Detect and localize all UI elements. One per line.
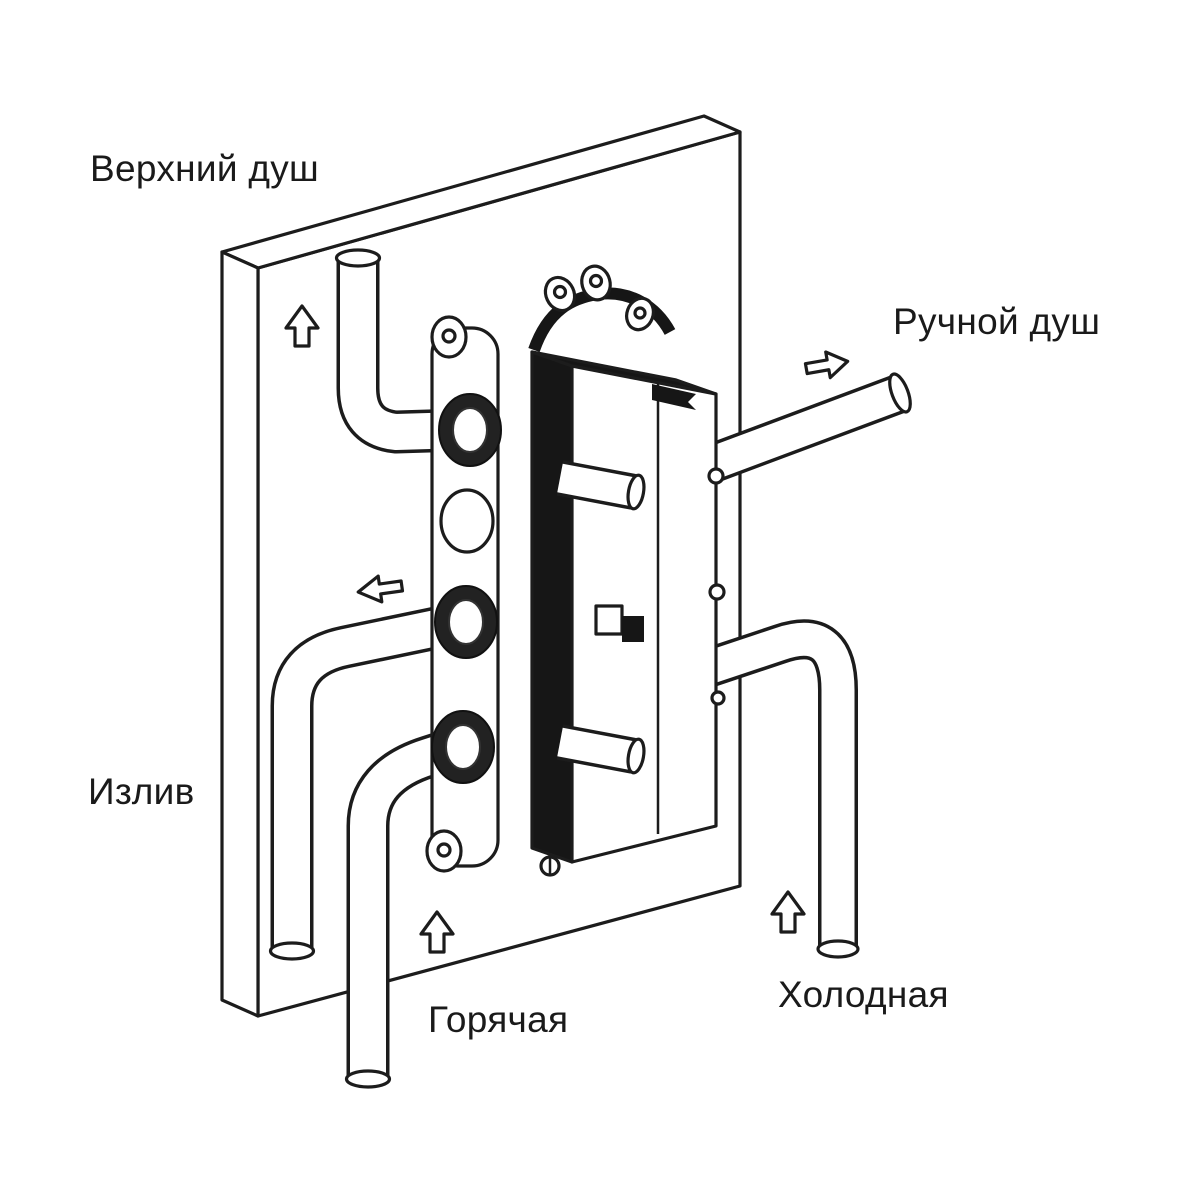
top-shower-flow-arrow-icon (284, 304, 320, 348)
label-cold-water: Холодная (778, 974, 949, 1015)
valve-connection-stubs (556, 460, 646, 775)
port-spout (434, 585, 498, 659)
spout-flow-arrow-icon (356, 574, 405, 604)
hand-shower-flow-arrow-icon (803, 350, 850, 380)
port-top-shower (438, 393, 502, 467)
valve-body-side-face (530, 350, 574, 864)
hot-water-pipe-end-cap (344, 1069, 392, 1089)
hot-inlet-flow-arrow-icon (419, 910, 455, 954)
upper-connection-stub (556, 460, 646, 511)
bracket-blank-cap (439, 488, 495, 554)
valve-edge-notch-1 (707, 467, 725, 485)
lower-connection-stub (556, 724, 646, 775)
cold-inlet-flow-arrow-icon (770, 890, 806, 934)
hand-shower-pipe (692, 372, 912, 487)
top-shower-pipe (334, 248, 463, 454)
valve-label-flag (652, 384, 696, 410)
cold-water-pipe-end-cap (816, 939, 860, 959)
label-spout: Излив (88, 771, 195, 812)
cold-water-pipe (701, 619, 860, 959)
valve-edge-notch-3 (710, 690, 726, 706)
valve-bracket-tab-3-hole (633, 306, 647, 320)
label-top-shower: Верхний душ (90, 148, 320, 189)
valve-detail-window (594, 604, 624, 636)
hand-shower-pipe-end-cap (888, 372, 912, 414)
bracket-top-ear-hole (441, 328, 457, 344)
valve-edge-notch-2 (708, 583, 726, 601)
port-hot-inlet (431, 710, 495, 784)
spout-pipe-end-cap (268, 941, 316, 961)
bracket-ports (431, 393, 502, 784)
spout-pipe (268, 600, 470, 961)
valve-bracket-tab-2-hole (588, 273, 604, 289)
wall-panel-left-face (220, 250, 260, 1018)
valve-bracket-tab-1-hole (552, 284, 568, 300)
top-shower-pipe-end-cap (334, 248, 382, 268)
label-hand-shower: Ручной душ (893, 301, 1101, 342)
hot-water-pipe (344, 725, 469, 1089)
label-hot-water: Горячая (428, 999, 569, 1040)
flow-arrows (284, 304, 850, 954)
bracket-bottom-ear-hole (436, 842, 452, 858)
valve-detail-block (622, 616, 644, 642)
valve-body-front-face (570, 364, 718, 864)
